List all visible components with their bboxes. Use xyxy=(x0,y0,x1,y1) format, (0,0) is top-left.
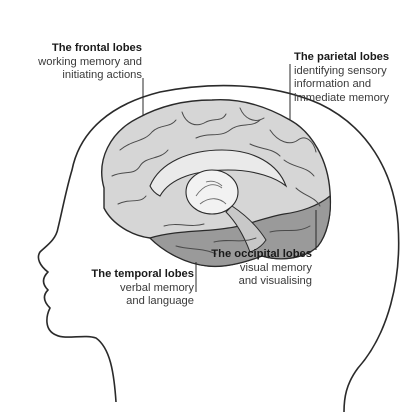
occipital-lobes-label: The occipital lobes visual memory and vi… xyxy=(200,248,312,289)
frontal-lobes-label: The frontal lobes working memory and ini… xyxy=(22,42,142,83)
parietal-lobes-desc-2: information and xyxy=(294,78,372,91)
temporal-lobes-label: The temporal lobes verbal memory and lan… xyxy=(76,268,194,309)
leader-lines xyxy=(142,64,317,292)
brainstem xyxy=(225,205,267,253)
occipital-lobes-desc-1: visual memory xyxy=(239,261,312,274)
cortex-folds xyxy=(111,107,321,255)
frontal-lobes-desc-2: initiating actions xyxy=(62,69,142,82)
parietal-lobes-label: The parietal lobes identifying sensory i… xyxy=(294,51,389,105)
frontal-lobes-desc-1: working memory and xyxy=(38,55,142,68)
parietal-lobes-desc-1: identifying sensory xyxy=(294,64,387,77)
temporal-lobes-desc-1: verbal memory xyxy=(120,281,194,294)
occipital-lobes-title: The occipital lobes xyxy=(211,248,312,260)
occipital-lobes-desc-2: and visualising xyxy=(238,275,312,288)
parietal-lobes-desc-3: immediate memory xyxy=(294,91,390,104)
temporal-lobes-desc-2: and language xyxy=(126,295,194,308)
temporal-lobes-title: The temporal lobes xyxy=(91,268,194,280)
frontal-lobes-title: The frontal lobes xyxy=(51,42,142,54)
head-profile-outline xyxy=(37,84,400,413)
corpus-callosum xyxy=(149,149,288,197)
parietal-lobes-title: The parietal lobes xyxy=(294,51,390,63)
thalamus-detail xyxy=(195,180,227,205)
